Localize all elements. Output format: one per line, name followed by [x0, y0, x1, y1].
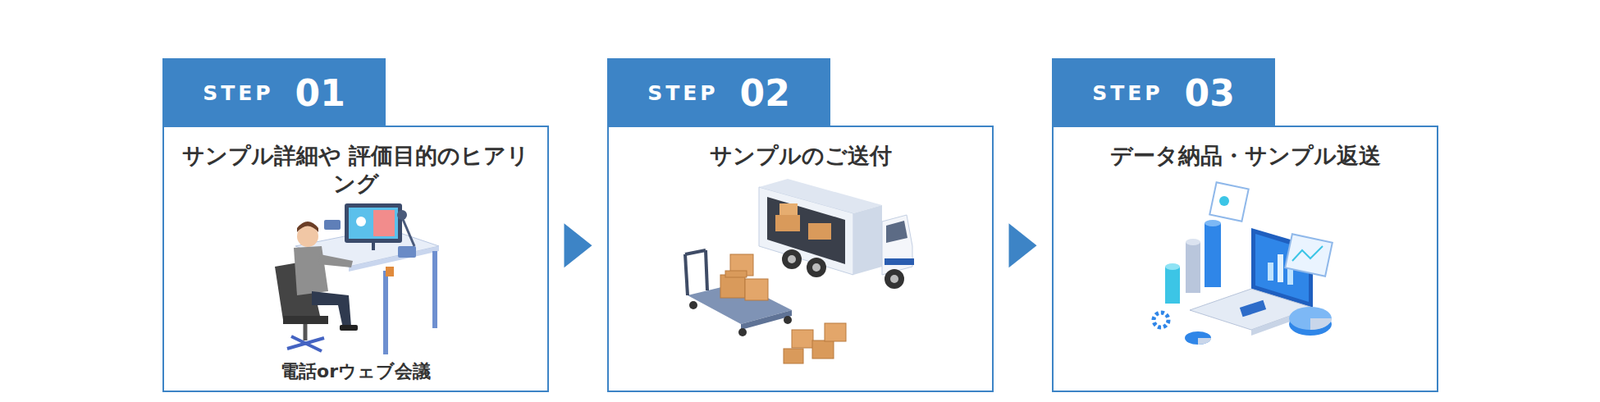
step-panel: STEP03データ納品・サンプル返送 [1051, 125, 1439, 393]
step-arrow [564, 223, 593, 268]
step-tab: STEP 02 [607, 58, 831, 128]
step-note: 電話orウェブ会議 [172, 359, 540, 384]
step-arrow [1009, 223, 1038, 268]
arrow-head [1009, 223, 1038, 268]
data-illustration [1153, 182, 1333, 345]
step-panel: STEP02サンプルのご送付 [607, 125, 994, 393]
step-tab: STEP 01 [162, 58, 386, 128]
step-tab: STEP 03 [1051, 58, 1276, 128]
delivery-illustration [685, 178, 915, 364]
step-number: 02 [740, 72, 791, 115]
step-panel: STEP01サンプル詳細や 評価目的のヒアリング電話orウェブ会議 [162, 125, 549, 393]
step-title: サンプルのご送付 [617, 141, 984, 170]
step-label: STEP [647, 81, 718, 106]
step-number: 03 [1184, 72, 1235, 115]
step-label: STEP [1092, 81, 1163, 106]
office-illustration [274, 203, 439, 355]
step-title: データ納品・サンプル返送 [1061, 141, 1429, 170]
step-number: 01 [295, 72, 346, 115]
step-title: サンプル詳細や 評価目的のヒアリング [172, 141, 540, 198]
step-label: STEP [202, 81, 274, 106]
arrow-head [564, 223, 593, 268]
